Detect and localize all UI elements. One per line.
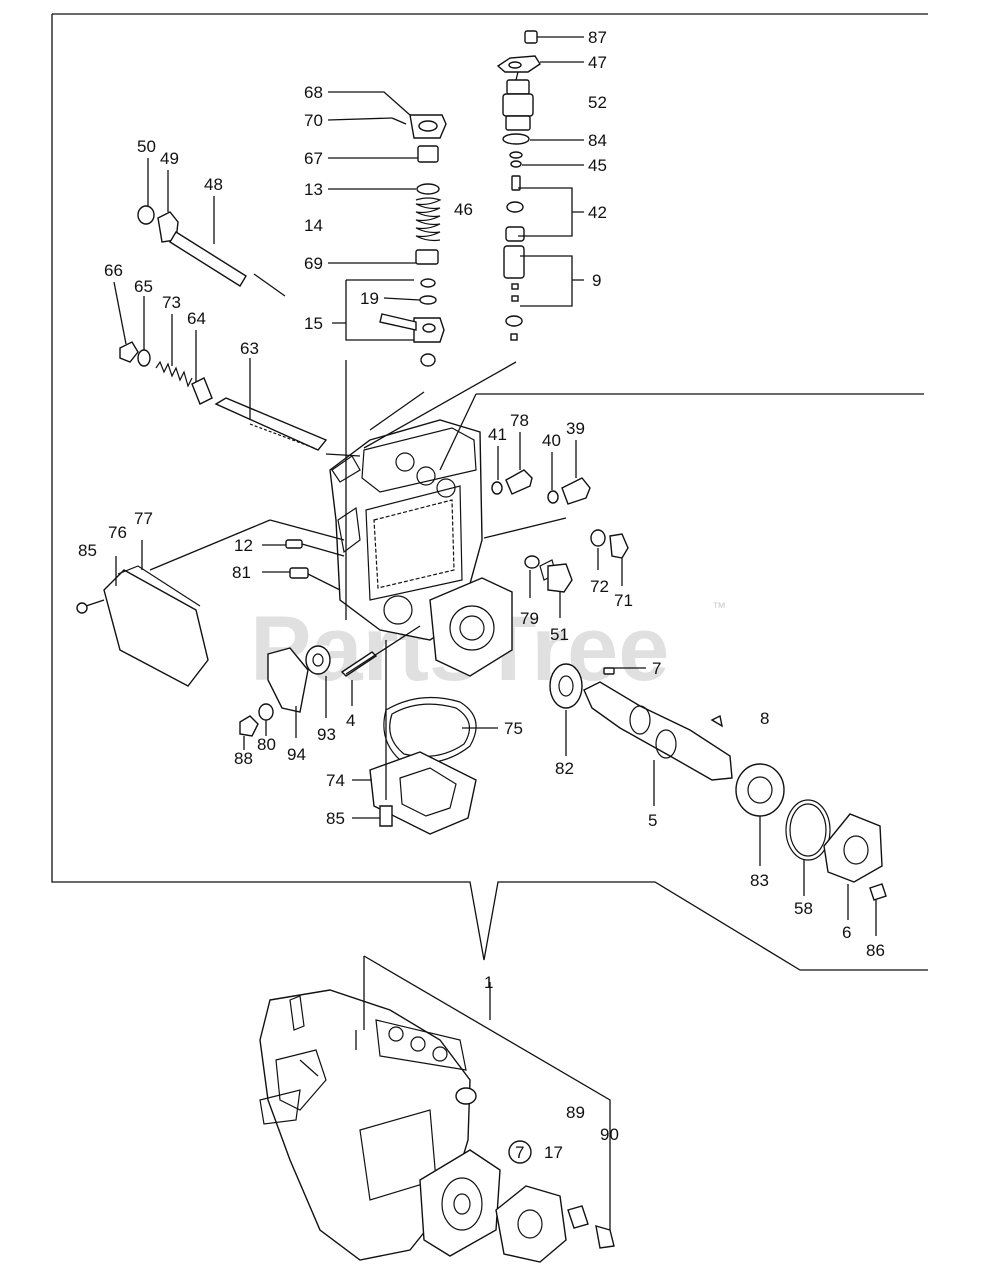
label-83: 83 xyxy=(750,871,769,890)
label-93: 93 xyxy=(317,725,336,744)
label-58: 58 xyxy=(794,899,813,918)
leader-9 xyxy=(363,361,517,449)
label-49: 49 xyxy=(160,149,179,168)
label-63: 63 xyxy=(240,339,259,358)
label-46: 46 xyxy=(454,200,473,219)
label-69: 69 xyxy=(304,254,323,273)
label-66: 66 xyxy=(104,261,123,280)
label-40: 40 xyxy=(542,431,561,450)
label-75: 75 xyxy=(504,719,523,738)
leader-1 xyxy=(363,955,611,1230)
label-5: 5 xyxy=(648,811,657,830)
label-78: 78 xyxy=(510,411,529,430)
label-7-upper: 7 xyxy=(652,659,661,678)
gasket-plate xyxy=(369,640,477,835)
label-14: 14 xyxy=(304,216,323,235)
leader-63 xyxy=(325,453,361,457)
label-7-circled: 7 xyxy=(515,1143,524,1162)
label-51: 51 xyxy=(550,625,569,644)
leader-lines xyxy=(113,36,877,936)
label-74: 74 xyxy=(326,771,345,790)
label-73: 73 xyxy=(162,293,181,312)
label-45: 45 xyxy=(588,156,607,175)
label-76: 76 xyxy=(108,523,127,542)
label-90: 90 xyxy=(600,1125,619,1144)
label-15: 15 xyxy=(304,314,323,333)
pump-housing xyxy=(329,419,513,677)
label-71: 71 xyxy=(614,591,633,610)
label-87: 87 xyxy=(588,28,607,47)
watermark-trademark: ™ xyxy=(712,599,726,615)
fittings-group xyxy=(483,469,629,593)
label-80: 80 xyxy=(257,735,276,754)
cover-plate xyxy=(76,519,345,687)
label-52: 52 xyxy=(588,93,607,112)
leader-frame-housing xyxy=(439,393,477,471)
label-13: 13 xyxy=(304,180,323,199)
callout-frame xyxy=(51,13,928,971)
label-81: 81 xyxy=(232,563,251,582)
part-labels: 87 47 52 84 45 42 9 68 70 67 13 14 46 69… xyxy=(78,28,885,1162)
label-19: 19 xyxy=(360,289,379,308)
label-85-lower: 85 xyxy=(326,809,345,828)
label-17: 17 xyxy=(544,1143,563,1162)
label-39: 39 xyxy=(566,419,585,438)
label-41: 41 xyxy=(488,425,507,444)
label-9: 9 xyxy=(592,271,601,290)
label-12: 12 xyxy=(234,536,253,555)
label-86: 86 xyxy=(866,941,885,960)
assembled-pump xyxy=(259,989,615,1263)
label-42: 42 xyxy=(588,203,607,222)
label-48: 48 xyxy=(204,175,223,194)
delivery-valve-group xyxy=(496,30,541,341)
label-85-left: 85 xyxy=(78,541,97,560)
screws-12-81 xyxy=(285,539,345,591)
camshaft-group xyxy=(549,663,887,901)
label-82: 82 xyxy=(555,759,574,778)
label-67: 67 xyxy=(304,149,323,168)
label-64: 64 xyxy=(187,309,206,328)
label-1: 1 xyxy=(484,973,493,992)
label-65: 65 xyxy=(134,277,153,296)
label-94: 94 xyxy=(287,745,306,764)
label-50: 50 xyxy=(137,137,156,156)
label-68: 68 xyxy=(304,83,323,102)
lower-left-parts xyxy=(239,625,421,737)
label-77: 77 xyxy=(134,509,153,528)
label-4: 4 xyxy=(346,711,355,730)
label-8: 8 xyxy=(760,709,769,728)
control-sleeve-group xyxy=(379,114,447,367)
label-72: 72 xyxy=(590,577,609,596)
label-79: 79 xyxy=(520,609,539,628)
label-6: 6 xyxy=(842,923,851,942)
control-rack-group xyxy=(119,205,328,451)
label-88: 88 xyxy=(234,749,253,768)
label-47: 47 xyxy=(588,53,607,72)
label-89: 89 xyxy=(566,1103,585,1122)
label-84: 84 xyxy=(588,131,607,150)
leader-rack xyxy=(369,391,425,431)
label-70: 70 xyxy=(304,111,323,130)
